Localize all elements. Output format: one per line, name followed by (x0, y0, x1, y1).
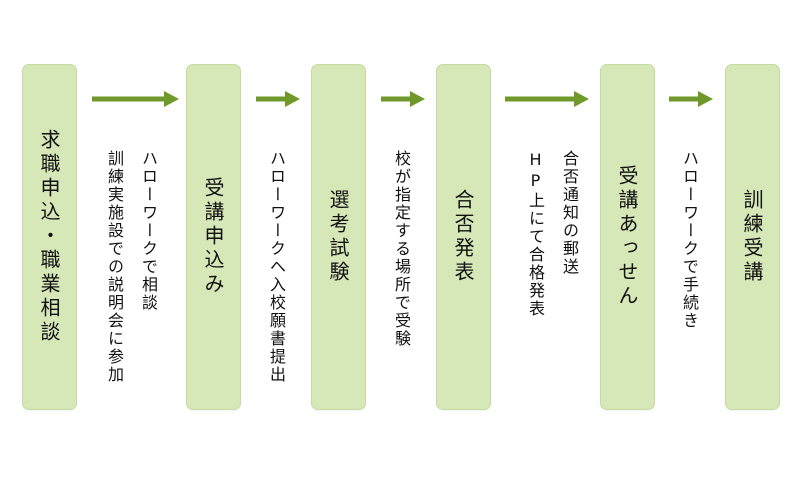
note-placement: ハローワークで手続き (679, 150, 699, 330)
arrow-4 (505, 89, 589, 109)
step-box-placement: 受講あっせん (600, 64, 655, 410)
note-line: 合否通知の郵送 (560, 150, 579, 276)
note-exam: 校が指定する場所で受験 (391, 150, 411, 348)
arrow-5 (669, 89, 713, 109)
arrow-1 (92, 89, 179, 109)
note-application: ハローワークへ入校願書提出 (266, 150, 286, 384)
note-line: ハローワークへ入校願書提出 (267, 150, 286, 384)
arrow-2 (256, 89, 300, 109)
step-box-exam: 選考試験 (311, 64, 366, 410)
note-consultation: ハローワークで相談 訓練実施設での説明会に参加 (104, 150, 158, 384)
step-label: 受講あっせん (615, 165, 639, 309)
step-label: 選考試験 (326, 189, 350, 285)
step-label: 訓練受講 (740, 189, 764, 285)
note-line: 訓練実施設での説明会に参加 (105, 150, 124, 384)
note-line: HP上にて合格発表 (526, 150, 545, 318)
note-line: 校が指定する場所で受験 (392, 150, 411, 348)
note-line: ハローワークで相談 (139, 150, 158, 312)
step-box-result: 合否発表 (436, 64, 491, 410)
step-label: 合否発表 (451, 189, 475, 285)
note-line: ハローワークで手続き (680, 150, 699, 330)
step-label: 求職申込・職業相談 (37, 129, 61, 345)
arrow-3 (381, 89, 425, 109)
step-box-training: 訓練受講 (725, 64, 780, 410)
note-result: 合否通知の郵送 HP上にて合格発表 (525, 150, 579, 318)
step-box-application: 受講申込み (186, 64, 241, 410)
step-box-consultation: 求職申込・職業相談 (22, 64, 77, 410)
step-label: 受講申込み (201, 177, 225, 297)
